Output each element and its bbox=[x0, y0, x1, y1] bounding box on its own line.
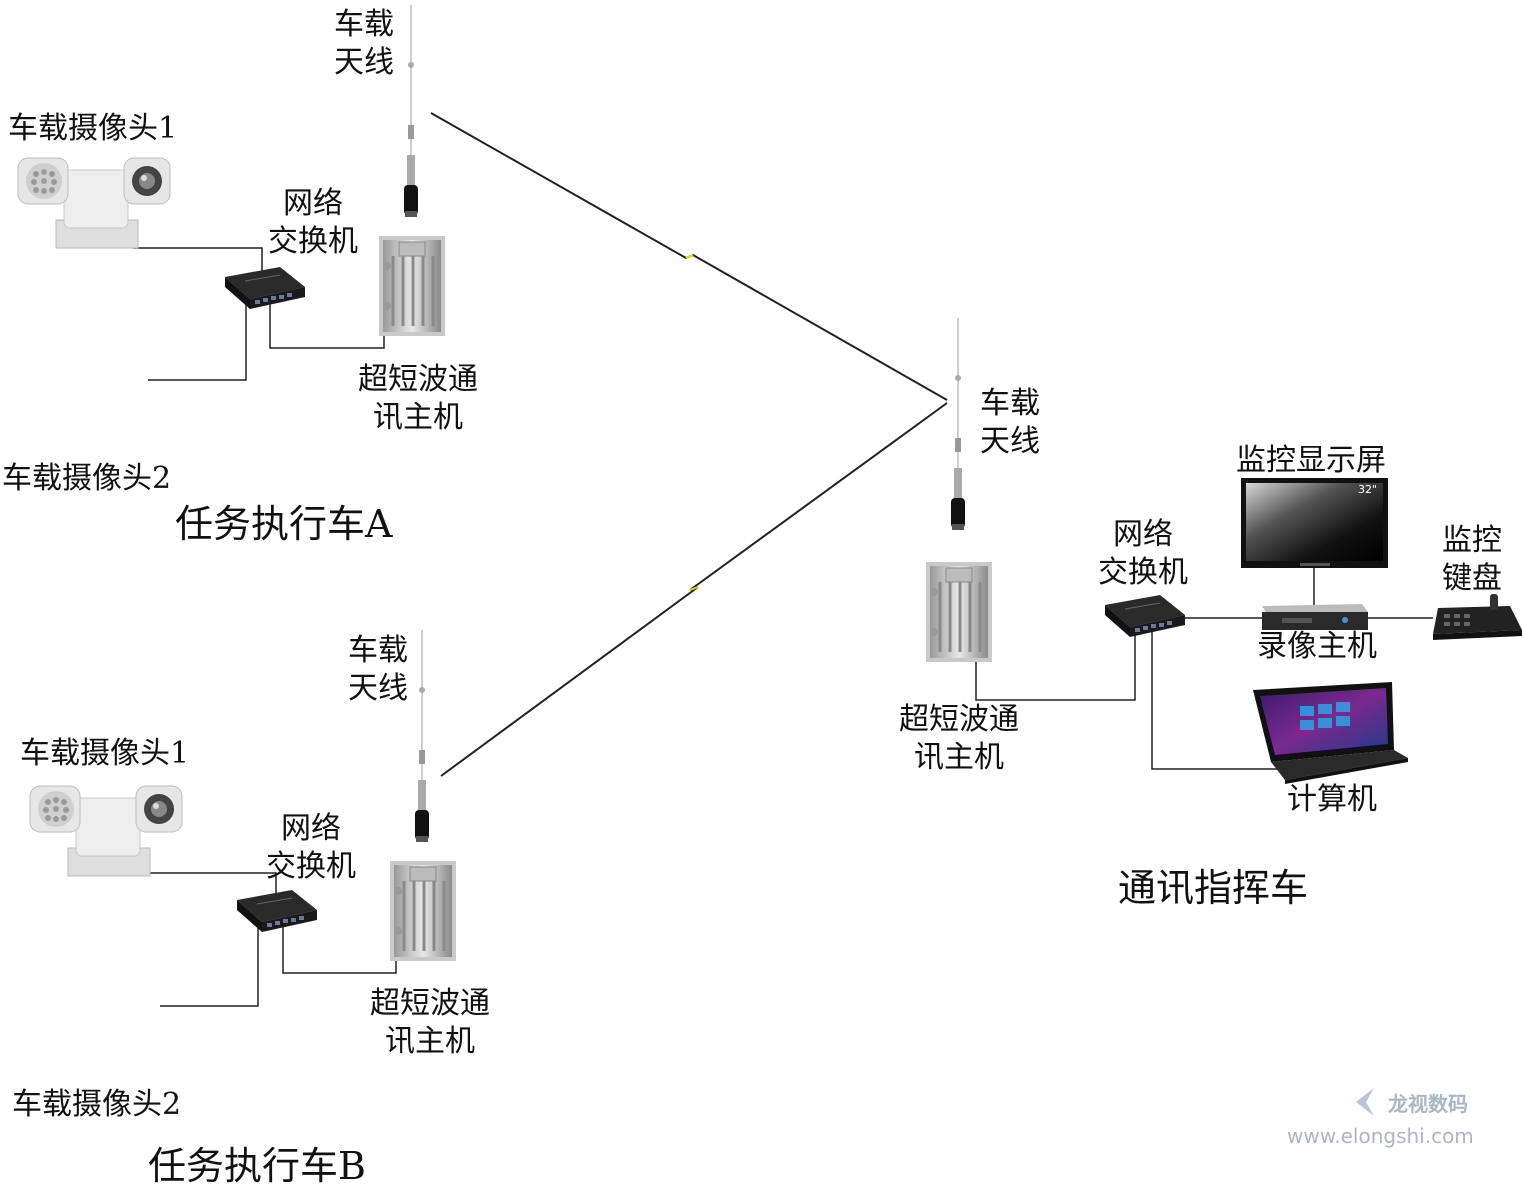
switch-label: 网络交换机 bbox=[266, 811, 356, 884]
antenna-icon bbox=[414, 629, 430, 843]
radio-host-icon bbox=[388, 859, 458, 963]
vehicle-b-title: 任务执行车B bbox=[148, 1144, 366, 1188]
network-switch-icon bbox=[1104, 594, 1186, 638]
link-a-switch-radio bbox=[269, 300, 385, 349]
camera1-label: 车载摄像头1 bbox=[20, 736, 190, 771]
monitor-label: 监控显示屏 bbox=[1236, 443, 1386, 478]
camera1-label: 车载摄像头1 bbox=[8, 111, 178, 146]
camera2-label: 车载摄像头2 bbox=[12, 1087, 182, 1122]
link-a-camera2-switch bbox=[148, 305, 247, 381]
command-vehicle-title: 通讯指挥车 bbox=[1118, 866, 1309, 910]
ptz-camera-icon bbox=[29, 785, 183, 877]
antenna-label: 车载天线 bbox=[980, 386, 1040, 459]
wireless-links bbox=[430, 112, 948, 777]
ptz-camera-icon bbox=[17, 157, 171, 249]
monitor-icon bbox=[1241, 478, 1388, 568]
radio-host-label: 超短波通讯主机 bbox=[358, 362, 478, 435]
antenna-label: 车载天线 bbox=[348, 633, 408, 706]
vehicle-a-title: 任务执行车A bbox=[175, 502, 393, 546]
nvr-icon bbox=[1262, 604, 1368, 630]
monitor-size-label: 32" bbox=[1358, 483, 1378, 496]
watermark-logo-text: 龙视数码 bbox=[1388, 1092, 1468, 1116]
keyboard-label: 监控键盘 bbox=[1442, 523, 1502, 596]
switch-label: 网络交换机 bbox=[268, 186, 358, 259]
watermark-url: www.elongshi.com bbox=[1287, 1124, 1474, 1148]
antenna-icon bbox=[403, 4, 419, 218]
radio-host-label: 超短波通讯主机 bbox=[899, 702, 1019, 775]
computer-label: 计算机 bbox=[1287, 782, 1377, 817]
keyboard-icon bbox=[1433, 594, 1522, 640]
link-b-camera2-switch bbox=[160, 928, 259, 1007]
wired-connections bbox=[133, 247, 1433, 1007]
radio-host-icon bbox=[924, 560, 994, 664]
network-switch-icon bbox=[236, 889, 318, 933]
watermark-logo-icon bbox=[1356, 1088, 1374, 1116]
link-b-switch-radio bbox=[282, 923, 397, 974]
radio-host-icon bbox=[377, 234, 447, 338]
antenna-label: 车载天线 bbox=[334, 7, 394, 80]
link-c-radio-switch bbox=[975, 630, 1136, 701]
radio-host-label: 超短波通讯主机 bbox=[370, 986, 490, 1059]
antenna-icon bbox=[950, 317, 966, 531]
link-c-switch-computer bbox=[1151, 630, 1283, 770]
nvr-label: 录像主机 bbox=[1257, 629, 1377, 664]
laptop-icon bbox=[1253, 682, 1408, 784]
switch-label: 网络交换机 bbox=[1098, 517, 1188, 590]
network-switch-icon bbox=[224, 266, 306, 310]
camera2-label: 车载摄像头2 bbox=[2, 461, 172, 496]
